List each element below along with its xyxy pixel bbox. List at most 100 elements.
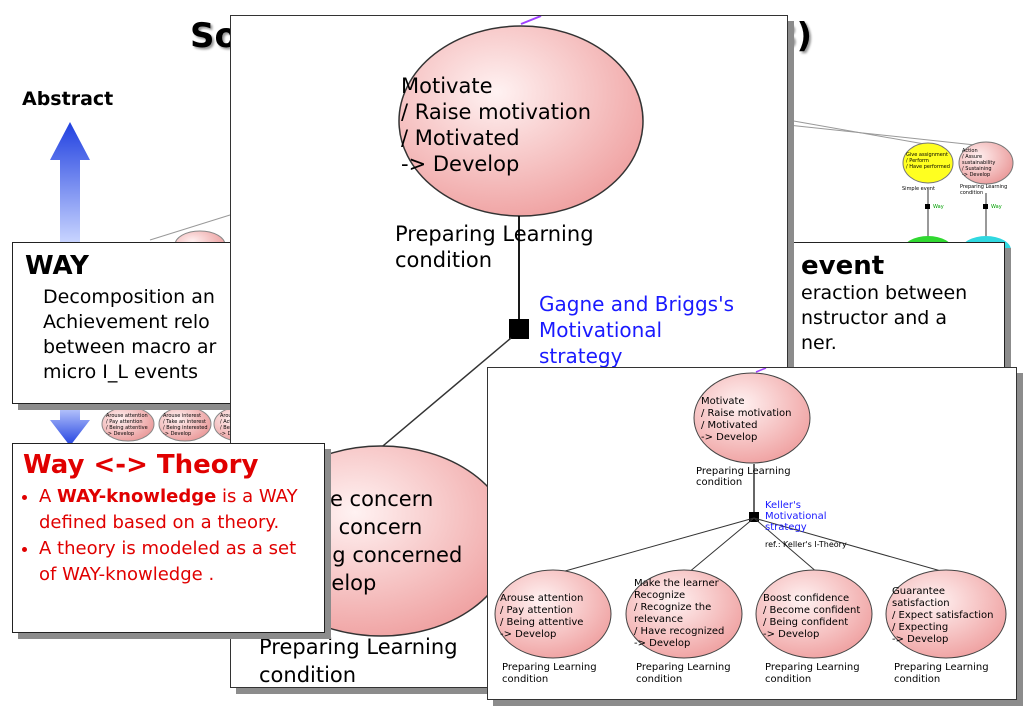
back-left-node-1-line-3: / Being attentive — [106, 425, 148, 431]
event-heading: event — [801, 251, 885, 281]
way-theory-box: Way <-> Theory A WAY-knowledge is a WAY … — [12, 443, 325, 633]
way-line-1: Decomposition an — [43, 286, 215, 308]
back-left-node-2-line-2: / Take an interest — [163, 419, 206, 425]
back-pink-cond-line-2: condition — [960, 190, 983, 196]
back-pink-line-3: sustainability — [962, 160, 995, 166]
keller-child-3-condition-line-2: condition — [765, 674, 811, 685]
back-pink-line-1: Action — [962, 148, 978, 154]
back-pink-cond-line-1: Preparing Learning — [960, 184, 1007, 190]
keller-strategy-line-1: Keller's — [765, 500, 801, 511]
keller-child-1-line-1: Arouse attention — [500, 593, 583, 604]
back-yellow-line-2: / Perform — [906, 158, 929, 164]
keller-child-2-line-5: / Have recognized — [634, 626, 724, 637]
keller-ref-line-1: ref.: Keller's I-Theory — [765, 540, 847, 549]
keller-motivate-label-line-3: / Motivated — [701, 420, 757, 431]
guarantee-satisfaction-node[interactable] — [885, 569, 1007, 659]
keller-child-3-line-3: / Being confident — [763, 617, 848, 628]
keller-top-condition-line-2: condition — [696, 477, 742, 488]
keller-child-3-line-1: Boost confidence — [763, 593, 849, 604]
keller-way-junction — [749, 512, 759, 522]
keller-motivate-label-line-4: -> Develop — [701, 432, 757, 443]
back-way-tag-1-line-1: Way — [933, 204, 944, 210]
keller-child-1-line-3: / Being attentive — [500, 617, 583, 628]
keller-child-2-condition-line-1: Preparing Learning — [636, 662, 731, 673]
keller-child-4-line-2: satisfaction — [892, 598, 950, 609]
way-theory-heading: Way <-> Theory — [23, 450, 259, 480]
keller-child-2-line-4: relevance — [634, 614, 683, 625]
keller-child-3-line-2: / Become confident — [763, 605, 860, 616]
abstract-label: Abstract — [22, 88, 114, 110]
way-knowledge-term: WAY-knowledge — [57, 486, 217, 507]
motivate-label-line-2: / Raise motivation — [401, 100, 591, 124]
keller-child-4-line-4: / Expecting — [892, 622, 948, 633]
keller-child-4-line-3: / Expect satisfaction — [892, 610, 993, 621]
arouse-attention-node[interactable] — [494, 569, 612, 659]
keller-motivate-label-line-1: Motivate — [701, 396, 745, 407]
left-edge — [370, 337, 512, 457]
back-left-node-2-line-1: Arouse interest — [163, 413, 201, 419]
back-yellow-cond-line-1: Simple event — [902, 186, 935, 192]
motivate-node[interactable] — [398, 25, 644, 217]
concern-label-line-3: ng concerned — [319, 543, 462, 567]
concrete-down-arrow — [50, 404, 90, 446]
keller-child-4-line-1: Guarantee — [892, 586, 945, 597]
keller-child-4-condition-line-2: condition — [894, 674, 940, 685]
keller-child-1-condition-line-2: condition — [502, 674, 548, 685]
back-left-node-3-line-4: -> D — [220, 431, 232, 437]
gagne-strategy-line-2: Motivational — [539, 318, 662, 342]
back-left-node-1-line-4: -> Develop — [106, 431, 134, 437]
keller-child-3-condition-line-1: Preparing Learning — [765, 662, 860, 673]
back-pink-line-4: / Sustaining — [962, 166, 992, 172]
way-line-2: Achievement relo — [43, 311, 210, 333]
concern-label-line-4: velop — [319, 571, 376, 595]
keller-diagram-panel: Motivate/ Raise motivation/ Motivated-> … — [487, 367, 1017, 700]
way-theory-item-2: A theory is modeled as a set of WAY-know… — [39, 536, 314, 588]
keller-child-2-line-6: -> Develop — [634, 638, 690, 649]
keller-strategy-line-3: strategy — [765, 522, 807, 533]
back-left-node-2-line-3: / Being interested — [163, 425, 208, 431]
keller-child-2-line-2: Recognize — [634, 590, 685, 601]
keller-child-2-line-3: / Recognize the — [634, 602, 711, 613]
keller-top-condition-line-1: Preparing Learning — [696, 466, 791, 477]
way-line-3: between macro ar — [43, 336, 217, 358]
motivate-label-line-3: / Motivated — [401, 126, 520, 150]
keller-child-4-condition-line-1: Preparing Learning — [894, 662, 989, 673]
keller-motivate-node[interactable] — [693, 372, 811, 464]
concern-label-line-2: e concern — [319, 515, 422, 539]
motivate-label-line-1: Motivate — [401, 74, 493, 98]
keller-child-1-condition-line-1: Preparing Learning — [502, 662, 597, 673]
event-line-1: eraction between — [801, 282, 968, 304]
keller-child-2-line-1: Make the learner — [634, 578, 720, 589]
back-left-node-3-line-1: Arou — [220, 413, 232, 419]
keller-child-1-line-4: -> Develop — [500, 629, 556, 640]
event-line-2: nstructor and a — [801, 307, 948, 329]
way-box: WAY Decomposition an Achievement relo be… — [12, 242, 252, 404]
back-pink-line-5: -> Develop — [962, 172, 990, 178]
bottom-condition-line-1: Preparing Learning — [259, 635, 458, 659]
top-condition-line-1: Preparing Learning — [395, 222, 594, 246]
back-way-tag-2-line-1: Way — [991, 204, 1002, 210]
keller-motivate-label-line-2: / Raise motivation — [701, 408, 791, 419]
keller-child-3-line-4: -> Develop — [763, 629, 819, 640]
slide-title-left: So — [190, 16, 238, 56]
make-recognize-node[interactable] — [625, 569, 743, 659]
way-theory-list: A WAY-knowledge is a WAY defined based o… — [23, 484, 314, 588]
way-heading: WAY — [25, 251, 89, 281]
back-yellow-line-3: / Have performed — [906, 164, 950, 170]
back-left-node-1-line-2: / Pay attention — [106, 419, 142, 425]
back-left-node-3-line-2: / Acti — [220, 419, 233, 425]
way-junction — [509, 319, 529, 339]
back-left-node-3-line-3: / Bei — [220, 425, 231, 431]
concern-label-line-1: se concern — [319, 487, 433, 511]
back-left-node-1-line-1: Arouse attention — [106, 413, 148, 419]
abstract-up-arrow — [50, 122, 90, 242]
way-line-4: micro I_L events — [43, 361, 199, 383]
back-yellow-line-1: Give assignment — [906, 152, 948, 158]
back-pink-line-2: / Assure — [962, 154, 982, 160]
purple-link-stub — [520, 16, 542, 25]
keller-child-1-line-2: / Pay attention — [500, 605, 573, 616]
gagne-strategy-line-3: strategy — [539, 344, 623, 368]
boost-confidence-node[interactable] — [755, 569, 873, 659]
keller-child-2-condition-line-2: condition — [636, 674, 682, 685]
top-condition-line-2: condition — [395, 248, 492, 272]
